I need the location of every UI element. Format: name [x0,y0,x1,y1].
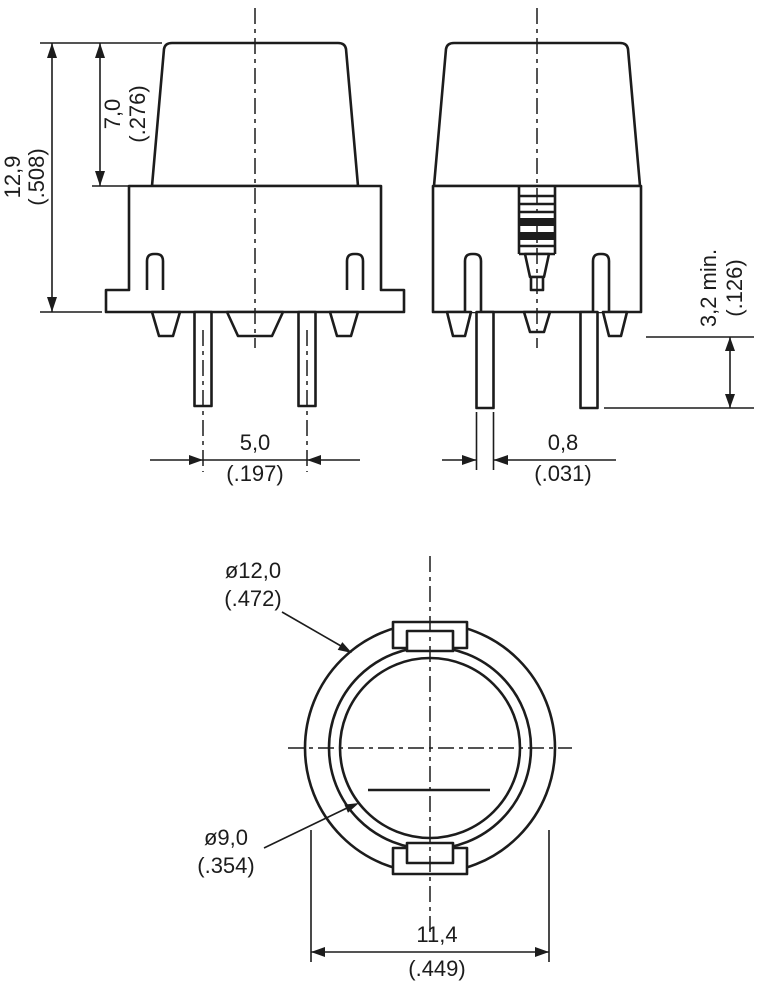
dim-pin-protrusion-in: (.126) [722,259,747,316]
right-post [591,252,611,312]
right-terminal-pin [579,310,599,410]
top-view: ø12,0 (.472) ø9,0 (.354) 11,4 (.449) [197,556,572,981]
dim-pin-spacing-in: (.197) [226,461,283,486]
dim-body-width-in: (.449) [408,956,465,981]
left-post [463,252,483,312]
side-view: 3,2 min. (.126) 0,8 (.031) [431,8,754,486]
arrowhead [493,455,508,465]
arrowhead [725,394,735,408]
left-terminal-pin [475,310,495,410]
arrowhead [189,455,203,465]
dim-cap-height-mm: 7,0 [100,99,125,130]
arrowhead [47,297,57,312]
dim-pin-protrusion-mm: 3,2 min. [696,249,721,327]
dim-outer-diameter-in: (.472) [224,586,281,611]
arrowhead [725,337,735,351]
dim-body-width-mm: 11,4 [416,922,457,947]
arrowhead [337,642,352,653]
left-post [145,252,165,290]
arrowhead [462,455,477,465]
dim-button-diameter-in: (.354) [197,853,254,878]
dim-button-diameter-mm: ø9,0 [204,825,248,850]
dim-total-height-in: (.508) [24,148,49,205]
dim-pin-spacing-mm: 5,0 [240,430,271,455]
left-standoff [150,310,182,338]
keycap-outline [150,41,360,188]
dim-pin-width-in: (.031) [534,461,591,486]
arrowhead [47,43,57,58]
arrowhead [344,803,359,813]
arrowhead [535,947,549,957]
right-post [345,252,365,290]
keycap-outline [432,41,642,188]
arrowhead [95,171,105,186]
right-standoff [601,310,629,338]
dim-cap-height-in: (.276) [125,85,150,142]
leader-line [263,807,348,849]
leader-line [281,611,342,647]
arrowhead [95,43,105,58]
dim-total-height-mm: 12,9 [0,156,25,199]
front-view: 12,9 (.508) 7,0 (.276) 5,0 (.197) [0,8,406,486]
dim-outer-diameter-mm: ø12,0 [225,558,281,583]
arrowhead [307,455,321,465]
dim-pin-width-mm: 0,8 [548,430,579,455]
arrowhead [311,947,325,957]
right-standoff [328,310,360,338]
left-standoff [445,310,473,338]
